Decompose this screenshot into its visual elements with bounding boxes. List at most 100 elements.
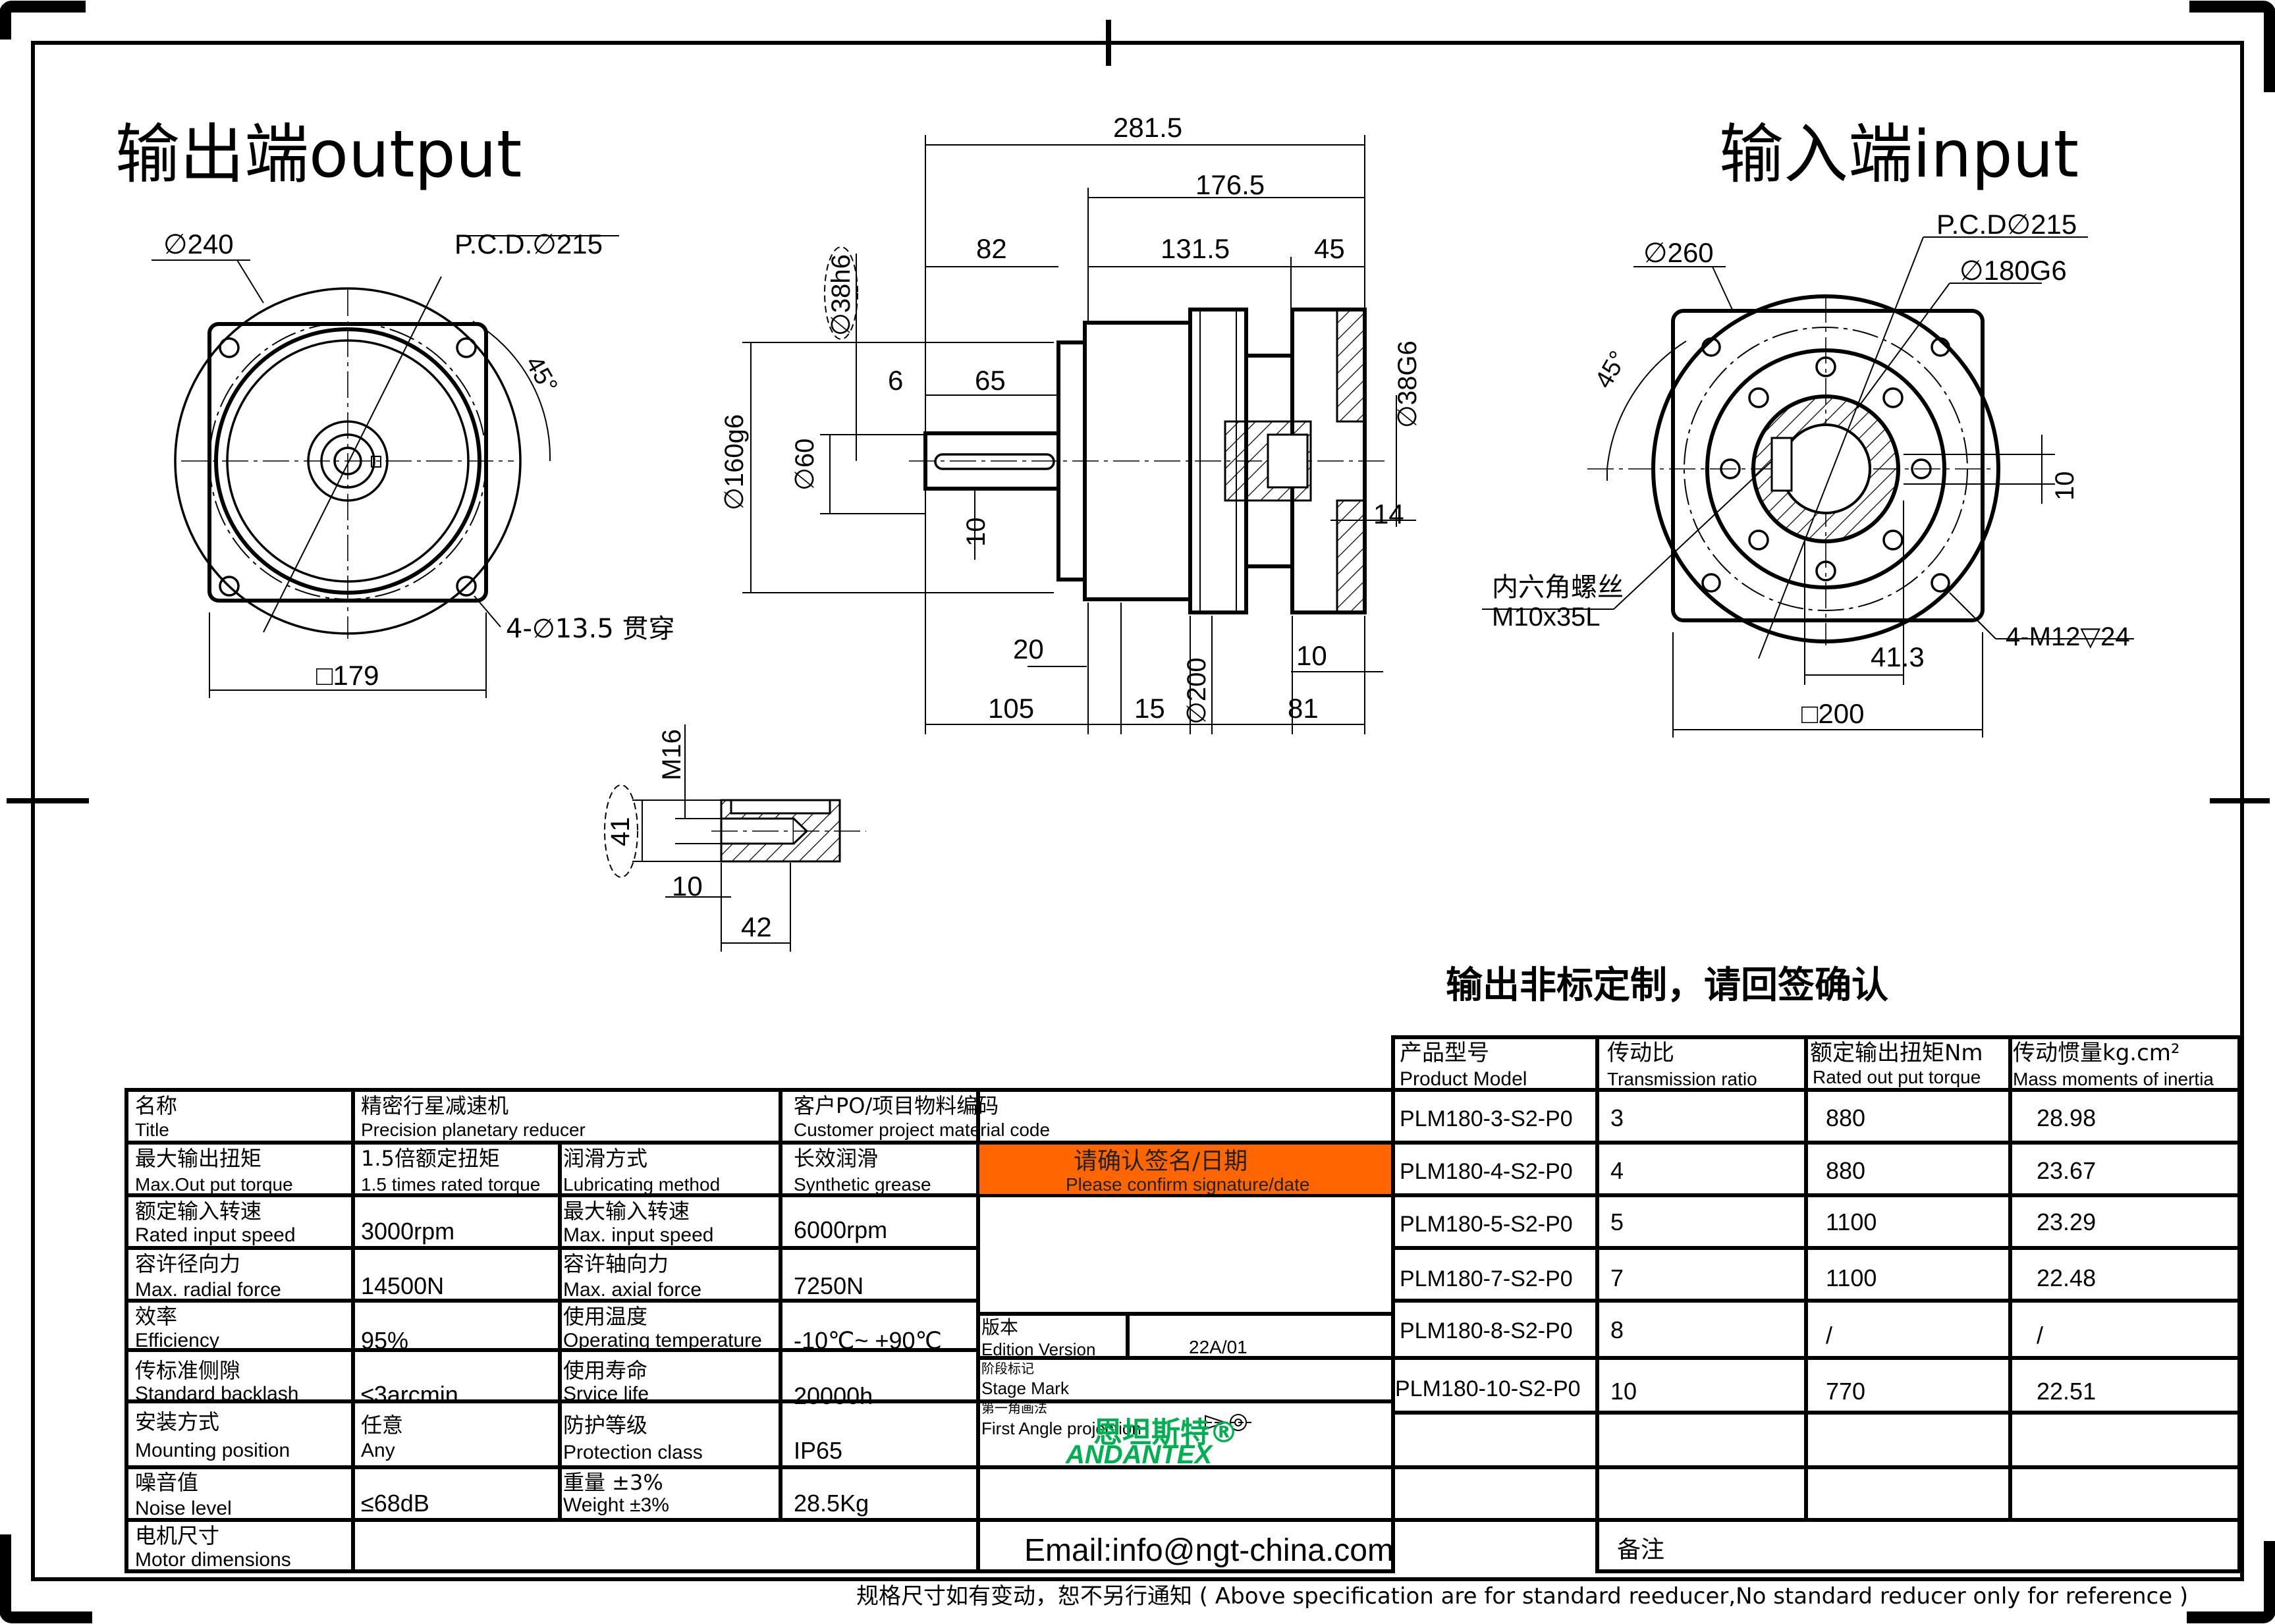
ratio-header-en: Transmission ratio	[1607, 1069, 1757, 1089]
torque-cell: 1100	[1826, 1208, 1877, 1235]
model-table-text: 产品型号 Product Model 传动比 Transmission rati…	[1395, 1040, 2214, 1405]
inertia-cell: 22.48	[2037, 1264, 2096, 1291]
dim-81: 81	[1288, 693, 1319, 724]
ratio-cell: 10	[1610, 1378, 1637, 1405]
spec-torque-value-en: 1.5 times rated torque	[361, 1174, 540, 1195]
output-heading: 输出端output	[115, 117, 522, 192]
output-holes: 4-∅13.5 贯穿	[506, 614, 675, 644]
spec-eff-value: 95%	[361, 1327, 408, 1354]
edition-value: 22A/01	[1189, 1337, 1247, 1357]
torque-cell: /	[1826, 1322, 1832, 1349]
spec-mount-cn: 安装方式	[135, 1409, 219, 1434]
spec-motor-en: Motor dimensions	[135, 1549, 291, 1571]
spec-life-cn: 使用寿命	[563, 1358, 647, 1383]
spec-temp-en: Operating temperature	[563, 1330, 762, 1351]
torque-cell: 880	[1826, 1157, 1865, 1184]
spec-axial-value: 7250N	[794, 1272, 863, 1299]
spec-mount-en: Mounting position	[135, 1440, 290, 1461]
spec-protect-value: IP65	[794, 1437, 842, 1464]
spec-title-cn: 名称	[135, 1093, 177, 1118]
custom-notice: 输出非标定制，请回签确认	[1446, 964, 1888, 1007]
ratio-cell: 5	[1610, 1208, 1624, 1235]
spec-mount-value-cn: 任意	[361, 1413, 403, 1438]
dim-6: 6	[888, 365, 903, 396]
detail-42: 42	[741, 911, 772, 942]
spec-rated-speed-en: Rated input speed	[135, 1224, 296, 1246]
inertia-cell: 28.98	[2037, 1104, 2096, 1131]
torque-header-en: Rated out put torque	[1813, 1067, 1981, 1087]
inertia-cell: 22.51	[2037, 1378, 2096, 1405]
input-key-10: 10	[2050, 472, 2079, 501]
output-dia-240: ∅240	[163, 229, 234, 259]
spec-rated-speed-cn: 额定输入转速	[135, 1199, 261, 1224]
spec-noise-en: Noise level	[135, 1498, 232, 1519]
input-heading: 输入端input	[1719, 117, 2079, 192]
spec-rated-speed-value: 3000rpm	[361, 1218, 454, 1245]
dim-10-side: 10	[1296, 640, 1327, 671]
model-header-cn: 产品型号	[1400, 1040, 1489, 1066]
spec-axial-cn: 容许轴向力	[563, 1251, 669, 1276]
ratio-cell: 3	[1610, 1104, 1624, 1131]
spec-title-value-en: Precision planetary reducer	[361, 1120, 586, 1140]
spec-mount-value-en: Any	[361, 1440, 395, 1461]
spec-max-speed-value: 6000rpm	[794, 1216, 887, 1243]
output-angle: 45°	[520, 352, 562, 398]
remark-label: 备注	[1617, 1536, 1664, 1563]
spec-lube-value-cn: 长效润滑	[794, 1146, 878, 1171]
inertia-header-cn: 传动惯量kg.cm²	[2013, 1040, 2180, 1066]
spec-backlash-en: Standard backlash	[135, 1383, 299, 1405]
dim-14: 14	[1373, 499, 1404, 529]
detail-41: 41	[606, 817, 635, 847]
stage-en: Stage Mark	[981, 1378, 1070, 1398]
dim-shoulder: ∅60	[790, 439, 819, 491]
dim-shaft-dia: ∅38h6	[827, 254, 856, 336]
inertia-header-en: Mass moments of inertia	[2013, 1069, 2214, 1089]
spec-backlash-value: ≤3arcmin	[361, 1381, 458, 1408]
model-table-grid	[1391, 1035, 2241, 1573]
spec-radial-cn: 容许径向力	[135, 1251, 240, 1276]
input-taps: 4-M12▽24	[2006, 622, 2130, 651]
output-square: □179	[316, 660, 379, 691]
spec-weight-cn: 重量 ±3%	[563, 1470, 663, 1495]
spec-protect-cn: 防护等级	[563, 1413, 647, 1438]
spec-temp-value: -10℃~ +90℃	[794, 1327, 942, 1354]
spec-temp-cn: 使用温度	[563, 1304, 647, 1329]
spec-life-value: 20000h	[794, 1382, 873, 1409]
spec-torque-en: Max.Out put torque	[135, 1174, 293, 1195]
torque-cell: 770	[1826, 1378, 1865, 1405]
dim-15: 15	[1134, 693, 1165, 724]
model-cell: PLM180-3-S2-P0	[1400, 1106, 1573, 1131]
spec-lube-en: Lubricating method	[563, 1174, 720, 1195]
dim-131-5: 131.5	[1161, 233, 1230, 264]
spec-eff-en: Efficiency	[135, 1330, 219, 1351]
spec-torque-value-cn: 1.5倍额定扭矩	[361, 1146, 500, 1171]
spec-radial-en: Max. radial force	[135, 1279, 281, 1301]
spec-radial-value: 14500N	[361, 1272, 444, 1299]
footer-note: 规格尺寸如有变动，恕不另行通知 ( Above specification ar…	[856, 1583, 2188, 1610]
dim-176-5: 176.5	[1195, 169, 1265, 200]
dim-65: 65	[975, 365, 1006, 396]
spec-customer-en: Customer project material code	[794, 1120, 1050, 1140]
torque-cell: 880	[1826, 1104, 1865, 1131]
detail-m16: M16	[657, 729, 686, 780]
dim-45: 45	[1314, 233, 1345, 264]
inertia-cell: /	[2037, 1322, 2043, 1349]
input-square: □200	[1801, 698, 1864, 729]
dim-281-5: 281.5	[1113, 112, 1182, 143]
detail-10: 10	[672, 871, 703, 902]
edition-en: Edition Version	[981, 1340, 1095, 1359]
spec-life-en: Srvice life	[563, 1383, 649, 1405]
input-pcd: P.C.D∅215	[1936, 209, 2077, 240]
side-section-view	[742, 135, 1416, 734]
spec-axial-en: Max. axial force	[563, 1279, 701, 1301]
stage-cn: 阶段标记	[981, 1361, 1034, 1376]
spec-backlash-cn: 传标准侧隙	[135, 1358, 240, 1383]
dim-105: 105	[988, 693, 1034, 724]
input-screw-en: M10x35L	[1492, 603, 1601, 632]
spec-customer-cn: 客户PO/项目物料编码	[794, 1093, 999, 1118]
inertia-cell: 23.67	[2037, 1157, 2096, 1184]
input-bore: ∅180G6	[1960, 255, 2067, 286]
input-dia-260: ∅260	[1643, 237, 1714, 268]
